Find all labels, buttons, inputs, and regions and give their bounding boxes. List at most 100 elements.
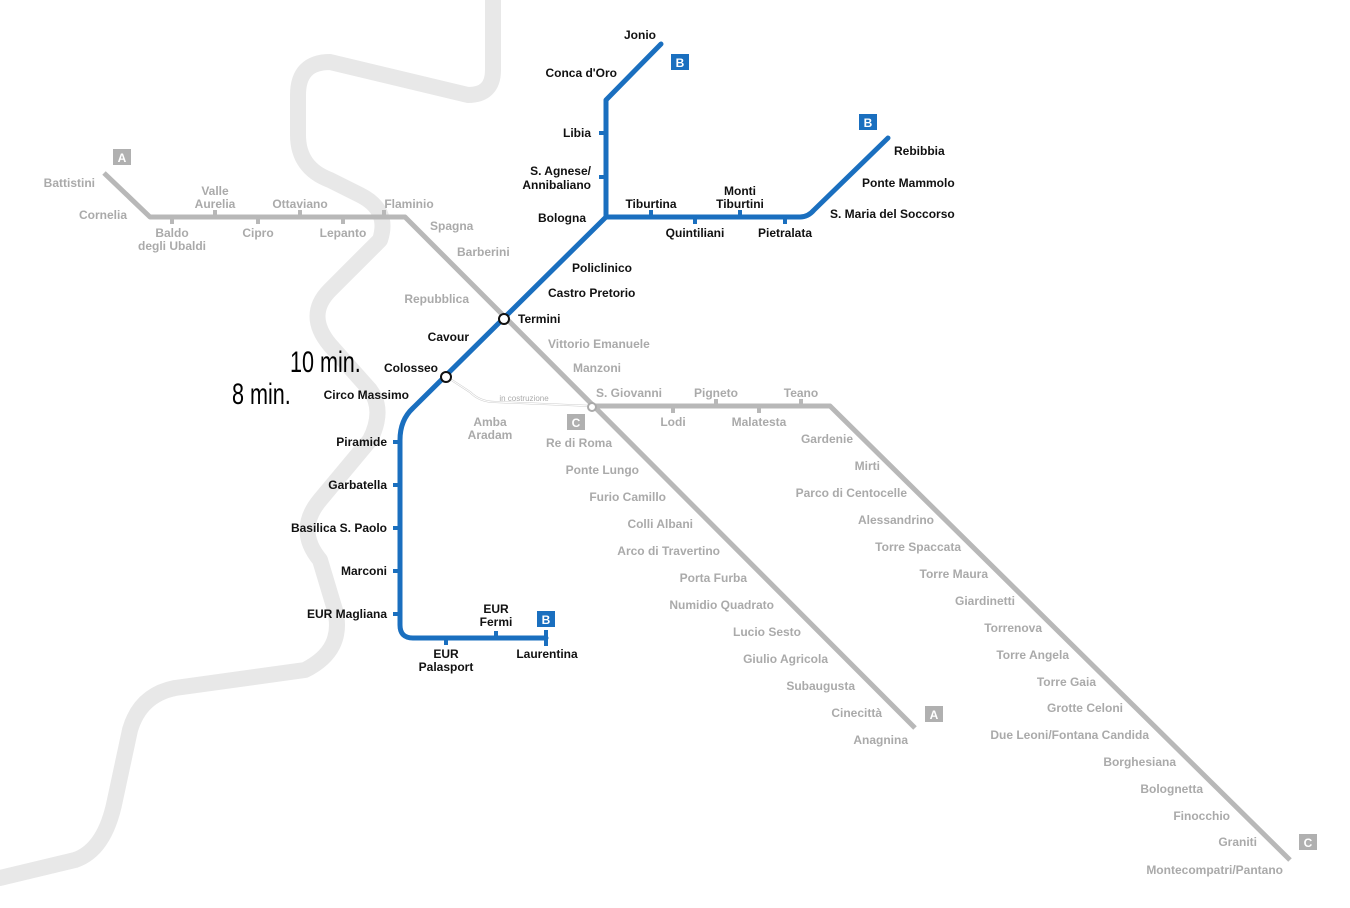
- station-monti-tiburtini-1: Monti: [724, 184, 756, 198]
- station-teano: Teano: [784, 386, 818, 400]
- station-finocchio: Finocchio: [1173, 809, 1230, 823]
- station-torre-maura: Torre Maura: [920, 567, 989, 581]
- station-baldo-1: Baldo: [155, 226, 188, 240]
- line-b-labels: Jonio Conca d'Oro Libia S. Agnese/ Annib…: [291, 28, 955, 674]
- station-pigneto: Pigneto: [694, 386, 738, 400]
- station-garbatella: Garbatella: [328, 478, 387, 492]
- station-castro-pretorio: Castro Pretorio: [548, 286, 635, 300]
- line-c-construction-inner: [446, 376, 593, 407]
- station-monti-tiburtini-2: Tiburtini: [716, 197, 764, 211]
- station-parco-centocelle: Parco di Centocelle: [796, 486, 908, 500]
- station-subaugusta: Subaugusta: [786, 679, 855, 693]
- station-torre-gaia: Torre Gaia: [1037, 675, 1096, 689]
- station-rebibbia: Rebibbia: [894, 144, 945, 158]
- line-b-branch: [603, 135, 891, 220]
- station-s-giovanni: S. Giovanni: [596, 386, 662, 400]
- interchange-s-giovanni: [587, 402, 597, 412]
- svg-text:B: B: [864, 116, 873, 130]
- svg-text:A: A: [930, 708, 939, 722]
- station-gardenie: Gardenie: [801, 432, 853, 446]
- station-vittorio-emanuele: Vittorio Emanuele: [548, 337, 650, 351]
- station-eur-palasport-1: EUR: [433, 647, 459, 661]
- badge-a-battistini: A: [113, 149, 131, 165]
- svg-text:A: A: [118, 151, 127, 165]
- station-lepanto: Lepanto: [320, 226, 367, 240]
- station-manzoni: Manzoni: [573, 361, 621, 375]
- station-giulio-agricola: Giulio Agricola: [743, 652, 828, 666]
- station-grotte-celoni: Grotte Celoni: [1047, 701, 1123, 715]
- station-ponte-lungo: Ponte Lungo: [566, 463, 639, 477]
- river-tiber: [0, 0, 501, 886]
- station-lucio-sesto: Lucio Sesto: [733, 625, 801, 639]
- station-arco-travertino: Arco di Travertino: [617, 544, 720, 558]
- badge-b-jonio: B: [671, 54, 689, 70]
- station-mirti: Mirti: [855, 459, 880, 473]
- badge-c-s-giovanni: C: [567, 414, 585, 430]
- station-ottaviano: Ottaviano: [272, 197, 327, 211]
- station-alessandrino: Alessandrino: [858, 513, 934, 527]
- station-conca-doro: Conca d'Oro: [545, 66, 617, 80]
- station-ponte-mammolo: Ponte Mammolo: [862, 176, 955, 190]
- line-c-labels: S. Giovanni in costruzione Amba Aradam L…: [468, 386, 1283, 877]
- line-b-main: [397, 41, 664, 641]
- station-pietralata: Pietralata: [758, 226, 812, 240]
- station-borghesiana: Borghesiana: [1103, 755, 1176, 769]
- station-numidio-quadrato: Numidio Quadrato: [669, 598, 774, 612]
- line-c: [446, 376, 1292, 862]
- station-baldo-2: degli Ubaldi: [138, 239, 206, 253]
- station-bolognetta: Bolognetta: [1140, 782, 1203, 796]
- station-cinecitta: Cinecittà: [831, 706, 882, 720]
- station-eur-magliana: EUR Magliana: [307, 607, 387, 621]
- station-eur-fermi-1: EUR: [483, 602, 509, 616]
- station-amba-aradam-2: Aradam: [468, 428, 513, 442]
- station-valle-aurelia-1: Valle: [201, 184, 229, 198]
- station-policlinico: Policlinico: [572, 261, 632, 275]
- station-jonio: Jonio: [624, 28, 656, 42]
- station-termini: Termini: [518, 312, 560, 326]
- station-eur-fermi-2: Fermi: [480, 615, 513, 629]
- station-spagna: Spagna: [430, 219, 474, 233]
- station-cavour: Cavour: [428, 330, 470, 344]
- station-tiburtina: Tiburtina: [625, 197, 676, 211]
- interchange-colosseo: [440, 371, 452, 383]
- station-anagnina: Anagnina: [853, 733, 908, 747]
- station-torre-angela: Torre Angela: [996, 648, 1069, 662]
- station-eur-palasport-2: Palasport: [419, 660, 474, 674]
- station-giardinetti: Giardinetti: [955, 594, 1015, 608]
- line-b: [393, 41, 891, 646]
- station-piramide: Piramide: [336, 435, 387, 449]
- station-s-agnese-2: Annibaliano: [522, 178, 591, 192]
- station-colli-albani: Colli Albani: [627, 517, 693, 531]
- station-cipro: Cipro: [242, 226, 273, 240]
- station-basilica-s-paolo: Basilica S. Paolo: [291, 521, 387, 535]
- badge-b-rebibbia: B: [859, 114, 877, 130]
- station-s-maria-soccorso: S. Maria del Soccorso: [830, 207, 955, 221]
- station-porta-furba: Porta Furba: [680, 571, 748, 585]
- station-quintiliani: Quintiliani: [666, 226, 725, 240]
- station-cornelia: Cornelia: [79, 208, 127, 222]
- station-lodi: Lodi: [660, 415, 685, 429]
- station-libia: Libia: [563, 126, 591, 140]
- station-colosseo: Colosseo: [384, 361, 438, 375]
- station-amba-aradam-1: Amba: [473, 415, 507, 429]
- station-bologna: Bologna: [538, 211, 586, 225]
- station-laurentina: Laurentina: [516, 647, 578, 661]
- station-due-leoni: Due Leoni/Fontana Candida: [990, 728, 1149, 742]
- station-graniti: Graniti: [1218, 835, 1257, 849]
- station-barberini: Barberini: [457, 245, 510, 259]
- station-s-agnese-1: S. Agnese/: [530, 164, 592, 178]
- svg-text:C: C: [572, 416, 581, 430]
- station-flaminio: Flaminio: [384, 197, 433, 211]
- station-valle-aurelia-2: Aurelia: [195, 197, 236, 211]
- annotation-8-min: 8 min.: [232, 376, 291, 410]
- svg-text:B: B: [676, 56, 685, 70]
- station-malatesta: Malatesta: [732, 415, 787, 429]
- station-re-di-roma: Re di Roma: [546, 436, 612, 450]
- line-a-track: [102, 171, 917, 730]
- station-circo-massimo: Circo Massimo: [324, 388, 409, 402]
- svg-text:B: B: [542, 613, 551, 627]
- badge-a-anagnina: A: [925, 706, 943, 722]
- badge-c-montecompatri: C: [1299, 834, 1317, 850]
